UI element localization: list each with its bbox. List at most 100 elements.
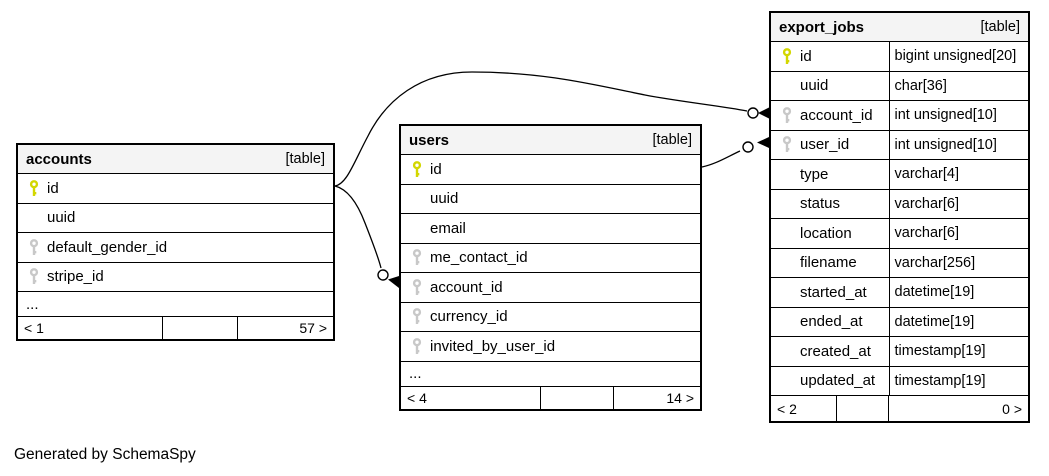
foreign-key-icon	[410, 308, 424, 325]
column-name: id	[800, 47, 812, 65]
column-name: id	[430, 160, 442, 178]
column-name: account_id	[800, 106, 873, 124]
child-count: 57 >	[237, 317, 333, 339]
primary-key-icon	[410, 160, 424, 178]
table-name: export_jobs	[779, 18, 865, 36]
column-row-id: id	[401, 154, 700, 184]
footer-spacer	[540, 386, 613, 409]
column-name: status	[800, 195, 841, 213]
parent-count: < 2	[777, 400, 797, 417]
column-name: invited_by_user_id	[430, 337, 556, 355]
column-type: timestamp[19]	[888, 366, 1029, 395]
child-count: 0 >	[888, 396, 1028, 421]
edge-users-exportjobs	[701, 150, 741, 168]
foreign-key-icon	[780, 136, 794, 153]
column-name: started_at	[800, 283, 867, 301]
column-row-created-at: created_at timestamp[19]	[771, 336, 1028, 366]
column-name: default_gender_id	[47, 238, 168, 256]
column-row-stripe-id: stripe_id	[18, 261, 333, 292]
table-accounts-header: accounts [table]	[18, 145, 333, 173]
column-type: int unsigned[10]	[888, 130, 1029, 159]
schemaspy-credit: Generated by SchemaSpy	[14, 446, 196, 463]
column-row-started-at: started_at datetime[19]	[771, 277, 1028, 307]
column-type: varchar[256]	[888, 248, 1029, 277]
table-export-jobs-header: export_jobs [table]	[771, 13, 1028, 41]
column-name: uuid	[430, 190, 459, 208]
column-name: ended_at	[800, 313, 863, 331]
column-name: location	[800, 224, 852, 242]
table-name: accounts	[26, 150, 92, 168]
column-row-type: type varchar[4]	[771, 159, 1028, 189]
column-row-email: email	[401, 213, 700, 243]
column-name: filename	[800, 254, 857, 272]
column-name: me_contact_id	[430, 249, 528, 267]
table-users-footer: < 4 14 >	[401, 385, 700, 409]
column-row-ended-at: ended_at datetime[19]	[771, 306, 1029, 336]
table-users[interactable]: users [table] id uuid email me_contact_i…	[399, 124, 702, 411]
table-users-header: users [table]	[401, 126, 700, 154]
column-row-updated-at: updated_at timestamp[19]	[771, 365, 1029, 395]
column-name: stripe_id	[47, 268, 104, 286]
column-row-me-contact-id: me_contact_id	[401, 242, 700, 273]
foreign-key-icon	[27, 268, 41, 285]
column-name: email	[430, 219, 466, 237]
column-name: created_at	[800, 342, 871, 360]
column-name: account_id	[430, 278, 503, 296]
edge-accounts-exportjobs	[334, 71, 748, 187]
column-name: user_id	[800, 136, 850, 154]
primary-key-icon	[27, 179, 41, 197]
table-type-badge: [table]	[980, 19, 1021, 35]
column-type: char[36]	[888, 71, 1029, 100]
table-accounts[interactable]: accounts [table] id uuid default_gender_…	[16, 143, 335, 341]
foreign-key-icon	[780, 106, 794, 124]
footer-spacer	[836, 396, 888, 421]
parent-count: < 1	[24, 320, 44, 336]
edge-arrowhead	[758, 107, 769, 119]
table-type-badge: [table]	[652, 132, 693, 148]
column-row-account-id: account_id int unsigned[10]	[771, 100, 1028, 130]
column-name: type	[800, 165, 829, 183]
column-row-location: location varchar[6]	[771, 218, 1028, 248]
column-row-account-id: account_id	[401, 272, 700, 302]
table-export-jobs-footer: < 2 0 >	[771, 395, 1028, 421]
column-row-uuid: uuid	[18, 202, 333, 233]
primary-key-icon	[780, 47, 794, 65]
parent-count: < 4	[407, 389, 427, 406]
column-type: int unsigned[10]	[888, 101, 1029, 130]
column-row-uuid: uuid char[36]	[771, 70, 1029, 100]
table-name: users	[409, 131, 450, 149]
edge-circle	[747, 107, 759, 119]
foreign-key-icon	[27, 238, 41, 256]
column-name: uuid	[800, 77, 829, 95]
foreign-key-icon	[410, 278, 424, 296]
column-name: id	[47, 179, 59, 197]
edge-accounts-users	[334, 185, 382, 269]
table-type-badge: [table]	[285, 151, 326, 167]
column-name: currency_id	[430, 308, 508, 326]
table-accounts-footer: < 1 57 >	[18, 316, 333, 339]
child-count: 14 >	[613, 386, 700, 409]
columns-ellipsis-row: ...	[401, 360, 700, 386]
column-row-id: id bigint unsigned[20]	[771, 41, 1028, 71]
edge-circle	[742, 141, 754, 153]
edge-arrowhead	[757, 137, 769, 148]
column-type: varchar[6]	[888, 219, 1029, 248]
footer-spacer	[162, 317, 237, 339]
column-name: updated_at	[800, 372, 876, 390]
column-type: varchar[6]	[888, 189, 1029, 218]
column-row-default-gender-id: default_gender_id	[18, 232, 333, 262]
columns-ellipsis-row: ...	[18, 291, 333, 316]
edge-circle	[377, 269, 389, 281]
column-row-filename: filename varchar[256]	[771, 247, 1029, 277]
column-row-invited-by-user-id: invited_by_user_id	[401, 331, 700, 361]
column-type: datetime[19]	[888, 278, 1029, 307]
column-type: datetime[19]	[888, 307, 1029, 336]
foreign-key-icon	[410, 337, 424, 355]
table-export-jobs[interactable]: export_jobs [table] id bigint unsigned[2…	[769, 11, 1030, 423]
edge-arrowhead	[388, 276, 399, 288]
column-row-user-id: user_id int unsigned[10]	[771, 129, 1029, 159]
column-row-uuid: uuid	[401, 183, 700, 214]
column-row-currency-id: currency_id	[401, 301, 700, 332]
